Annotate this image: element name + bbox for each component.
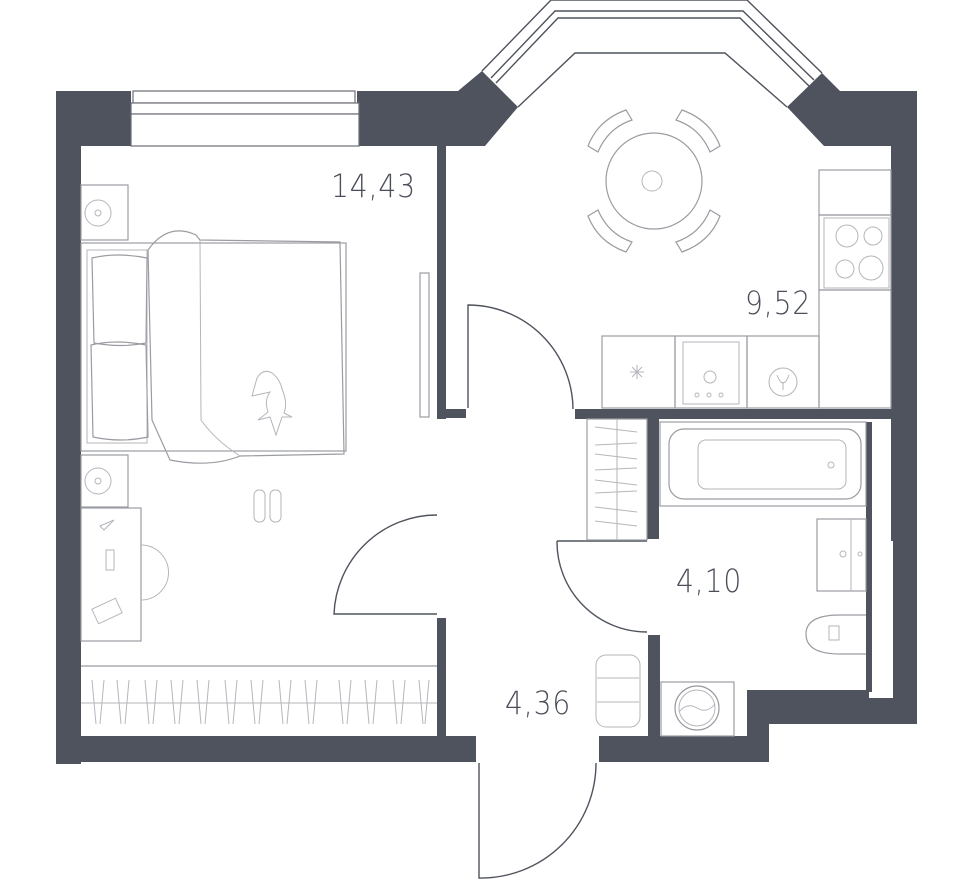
- nightstand-bottom: [80, 454, 129, 508]
- hallway-furniture: [586, 418, 648, 728]
- bathroom-area-label: 4,10: [676, 562, 743, 600]
- desk: [80, 507, 142, 642]
- pouf: [595, 654, 641, 728]
- windows: [130, 0, 823, 147]
- kitchen-area-label: 9,52: [745, 284, 812, 322]
- tv: [419, 272, 430, 418]
- doors: [333, 304, 648, 879]
- bed: [80, 242, 347, 452]
- washbasin: [816, 518, 867, 592]
- kitchen-furniture: [587, 109, 892, 409]
- bedroom-furniture: [80, 184, 437, 725]
- nightstand-top: [80, 184, 129, 241]
- bathroom-furniture: [659, 421, 867, 737]
- walls: [56, 71, 917, 764]
- washing-machine: [660, 681, 735, 737]
- toilet: [805, 614, 866, 655]
- round-table: [605, 132, 703, 230]
- wardrobe: [81, 665, 437, 725]
- hallway-area-label: 4,36: [505, 684, 572, 722]
- bedroom-area-label: 14,43: [331, 167, 417, 205]
- bathtub: [668, 428, 862, 500]
